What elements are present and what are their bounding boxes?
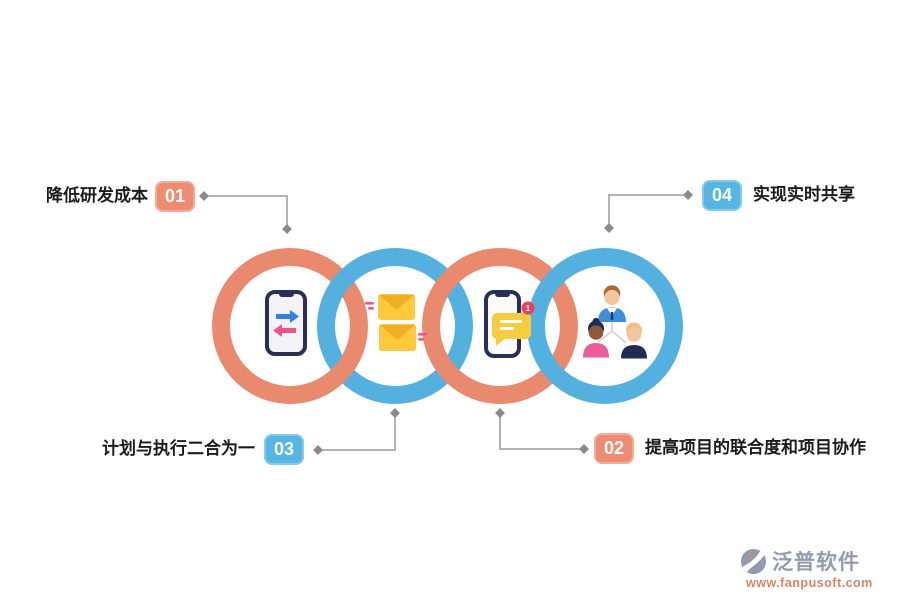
person-right — [621, 322, 647, 359]
envelope-top — [378, 294, 415, 320]
person-top — [598, 285, 626, 322]
connector-top-right — [604, 190, 693, 233]
callout-02-label: 提高项目的联合度和项目协作 — [645, 438, 866, 457]
callout-03-label: 计划与执行二合为一 — [102, 439, 255, 458]
chat-bubble — [492, 313, 531, 346]
connector-top-left — [199, 191, 292, 234]
callout-02-badge: 02 — [594, 433, 634, 464]
speed-lines — [365, 302, 427, 341]
brand-url: www.fanpusoft.com — [746, 576, 873, 590]
diamond-endpoint — [683, 190, 693, 200]
envelope-bottom — [379, 324, 416, 351]
callout-03-badge: 03 — [264, 434, 304, 465]
diamond-endpoint — [282, 224, 292, 234]
callout-01-label: 降低研发成本 — [46, 186, 148, 205]
svg-text:1: 1 — [526, 304, 531, 313]
brand-logo: 泛普软件 www.fanpusoft.com — [740, 546, 888, 590]
diamond-endpoint — [390, 408, 400, 418]
brand-name: 泛普软件 — [772, 551, 860, 574]
notification-badge: 1 — [521, 301, 535, 315]
phone-transfer-icon — [265, 290, 307, 356]
ring-1 — [212, 248, 368, 404]
person-left — [583, 317, 609, 358]
callout-01-badge: 01 — [155, 181, 195, 212]
callout-04-label: 实现实时共享 — [753, 185, 855, 204]
ring-3 — [422, 248, 578, 404]
phone-notch — [495, 291, 510, 297]
ring-4 — [527, 248, 683, 404]
phone-message-icon: 1 — [484, 290, 535, 358]
ring-1-overlap-arc — [315, 341, 366, 397]
diamond-endpoint — [604, 223, 614, 233]
connector-bottom-right — [495, 408, 589, 454]
callout-04-badge: 04 — [702, 180, 742, 211]
diamond-endpoint — [313, 445, 323, 455]
ring-2 — [317, 248, 473, 404]
arrow-left — [273, 324, 296, 337]
fanpu-logo-icon — [740, 548, 767, 574]
team-icon — [583, 285, 647, 359]
arrow-right — [276, 310, 299, 323]
diamond-endpoint — [579, 444, 589, 454]
diamond-endpoint — [495, 408, 505, 418]
mail-icon — [365, 294, 427, 351]
phone-notch — [279, 291, 294, 297]
diamond-endpoint — [199, 191, 209, 201]
connector-bottom-left — [313, 408, 400, 455]
